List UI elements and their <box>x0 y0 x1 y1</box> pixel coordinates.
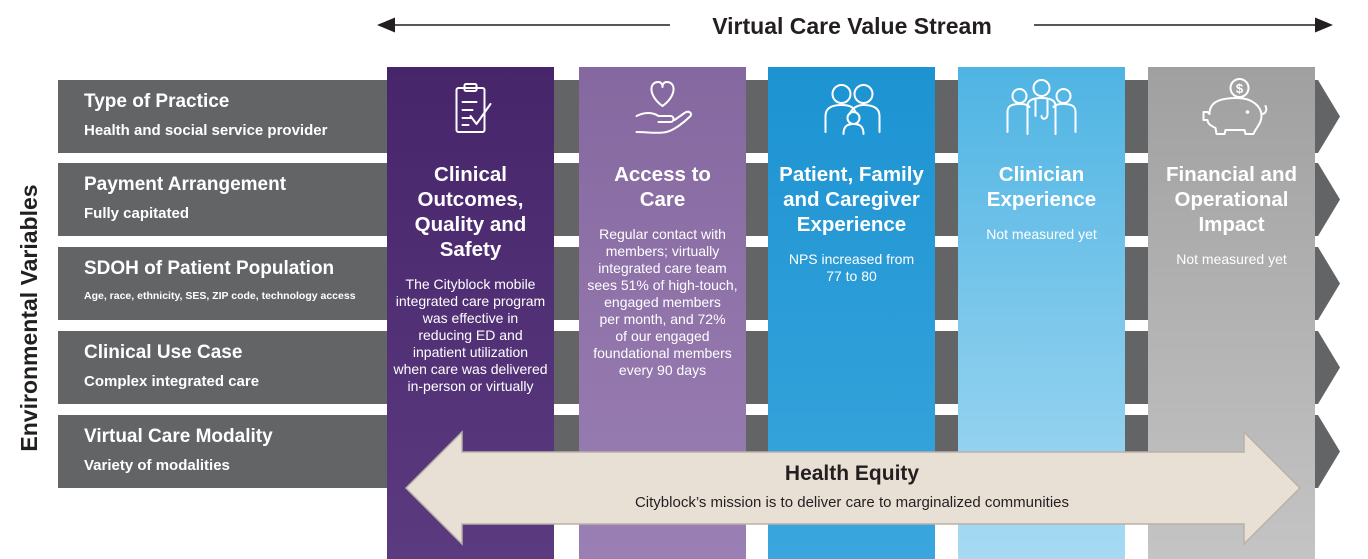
value-column-text: Not measured yet <box>986 226 1097 242</box>
row-title: Virtual Care Modality <box>84 426 273 447</box>
piggy-bank-icon: $ <box>1202 78 1268 135</box>
value-column-text: Not measured yet <box>1176 251 1287 267</box>
health-equity-arrow: Health Equity Cityblock’s mission is to … <box>404 430 1302 546</box>
heart-hand-icon <box>635 81 692 134</box>
row-title: Clinical Use Case <box>84 342 242 363</box>
health-equity-text: Cityblock’s mission is to deliver care t… <box>635 494 1069 511</box>
row-subtitle: Age, race, ethnicity, SES, ZIP code, tec… <box>84 290 356 302</box>
row-title: SDOH of Patient Population <box>84 258 334 279</box>
row-subtitle: Variety of modalities <box>84 457 230 474</box>
row-title: Type of Practice <box>84 91 229 112</box>
health-equity-title: Health Equity <box>785 462 920 485</box>
side-label: Environmental Variables <box>16 184 42 451</box>
header-title: Virtual Care Value Stream <box>712 13 992 39</box>
clipboard-check-icon <box>455 83 492 133</box>
clinicians-icon <box>1006 79 1077 135</box>
svg-text:$: $ <box>1236 81 1244 96</box>
row-subtitle: Health and social service provider <box>84 122 328 139</box>
row-subtitle: Fully capitated <box>84 205 189 222</box>
row-title: Payment Arrangement <box>84 174 287 195</box>
family-icon <box>824 84 881 135</box>
row-subtitle: Complex integrated care <box>84 373 259 390</box>
